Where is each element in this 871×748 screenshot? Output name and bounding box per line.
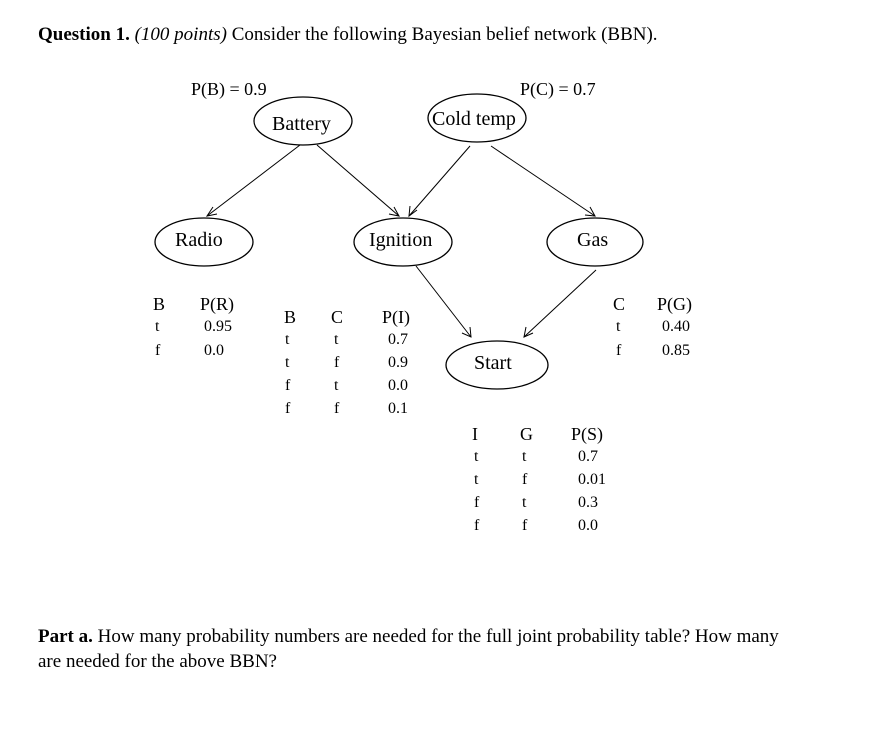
table-start-cell: 0.01: [578, 471, 606, 488]
table-ignition-cell: 0.0: [388, 377, 408, 394]
part-a-line1: Part a. How many probability numbers are…: [38, 626, 779, 648]
table-start-cell: f: [522, 471, 528, 488]
table-ignition-header-pi: P(I): [382, 307, 410, 327]
table-ignition-cell: f: [334, 354, 340, 371]
part-a-text-1: How many probability numbers are needed …: [97, 626, 779, 647]
table-gas-cell: t: [616, 318, 621, 335]
edge-ignition-start: [415, 265, 472, 338]
table-start-header-i: I: [472, 424, 478, 444]
table-gas-cell: f: [616, 342, 622, 359]
node-cold-temp: [427, 93, 527, 143]
table-ignition-cell: f: [334, 400, 340, 417]
question-heading: Question 1. (100 points) Consider the fo…: [38, 24, 658, 46]
table-start-cell: 0.0: [578, 517, 598, 534]
table-radio-cell: f: [155, 342, 161, 359]
table-ignition-cell: t: [285, 354, 290, 371]
table-ignition-cell: 0.9: [388, 354, 408, 371]
table-ignition-cell: 0.1: [388, 400, 408, 417]
edge-cold-ignition: [408, 145, 471, 217]
table-radio-header-pr: P(R): [200, 294, 235, 314]
table-gas-header-pg: P(G): [657, 294, 692, 314]
table-ignition-cell: 0.7: [388, 331, 408, 348]
table-radio-header-b: B: [153, 294, 166, 314]
table-start-cell: t: [522, 448, 527, 465]
table-start-cell: f: [522, 517, 528, 534]
edge-cold-gas-head: [584, 206, 596, 217]
table-start-header-g: G: [520, 424, 533, 444]
edge-gas-start: [523, 269, 597, 338]
edge-battery-radio: [206, 144, 301, 217]
node-ignition-label: Ignition: [369, 229, 433, 251]
part-a-label: Part a.: [38, 626, 93, 647]
edge-battery-ignition: [316, 144, 400, 217]
node-gas: [546, 217, 644, 267]
table-ignition-header-c: C: [331, 307, 344, 327]
node-gas-label: Gas: [577, 229, 609, 251]
table-start-cell: f: [474, 517, 480, 534]
table-ignition-cell: f: [285, 400, 291, 417]
table-start-cell: t: [474, 448, 479, 465]
node-ignition: [353, 217, 453, 267]
edge-ignition-start-head: [461, 326, 472, 338]
node-start-label: Start: [474, 352, 512, 374]
table-ignition-cell: t: [334, 331, 339, 348]
table-start-cell: t: [522, 494, 527, 511]
edge-battery-radio-head: [205, 206, 218, 217]
edge-battery-ignition-head: [388, 206, 400, 217]
table-radio-cell: 0.0: [204, 342, 224, 359]
node-battery-label: Battery: [272, 113, 331, 135]
node-radio-label: Radio: [175, 229, 223, 251]
table-ignition-cell: t: [285, 331, 290, 348]
node-start: [445, 340, 549, 390]
table-radio-cell: 0.95: [204, 318, 232, 335]
table-start-cell: 0.7: [578, 448, 598, 465]
table-start-cell: 0.3: [578, 494, 598, 511]
table-gas-cell: 0.40: [662, 318, 690, 335]
edge-cold-gas: [490, 145, 596, 217]
table-ignition-cell: t: [334, 377, 339, 394]
prior-cold: P(C) = 0.7: [520, 79, 596, 99]
node-battery: [253, 96, 353, 146]
part-a-line2: are needed for the above BBN?: [38, 651, 277, 672]
edge-gas-start-head: [523, 326, 534, 338]
edge-cold-ignition-head: [408, 205, 418, 218]
table-start-header-ps: P(S): [571, 424, 604, 444]
question-text: Consider the following Bayesian belief n…: [231, 24, 658, 45]
question-number: Question 1.: [38, 24, 130, 45]
table-ignition-header-b: B: [284, 307, 297, 327]
table-ignition-cell: f: [285, 377, 291, 394]
node-cold-temp-label: Cold temp: [432, 108, 516, 130]
question-points: (100 points): [134, 24, 227, 45]
table-radio-cell: t: [155, 318, 160, 335]
table-start-cell: t: [474, 471, 479, 488]
table-gas-header-c: C: [613, 294, 626, 314]
node-radio: [154, 217, 254, 267]
table-gas-cell: 0.85: [662, 342, 690, 359]
table-start-cell: f: [474, 494, 480, 511]
prior-battery: P(B) = 0.9: [191, 79, 267, 99]
